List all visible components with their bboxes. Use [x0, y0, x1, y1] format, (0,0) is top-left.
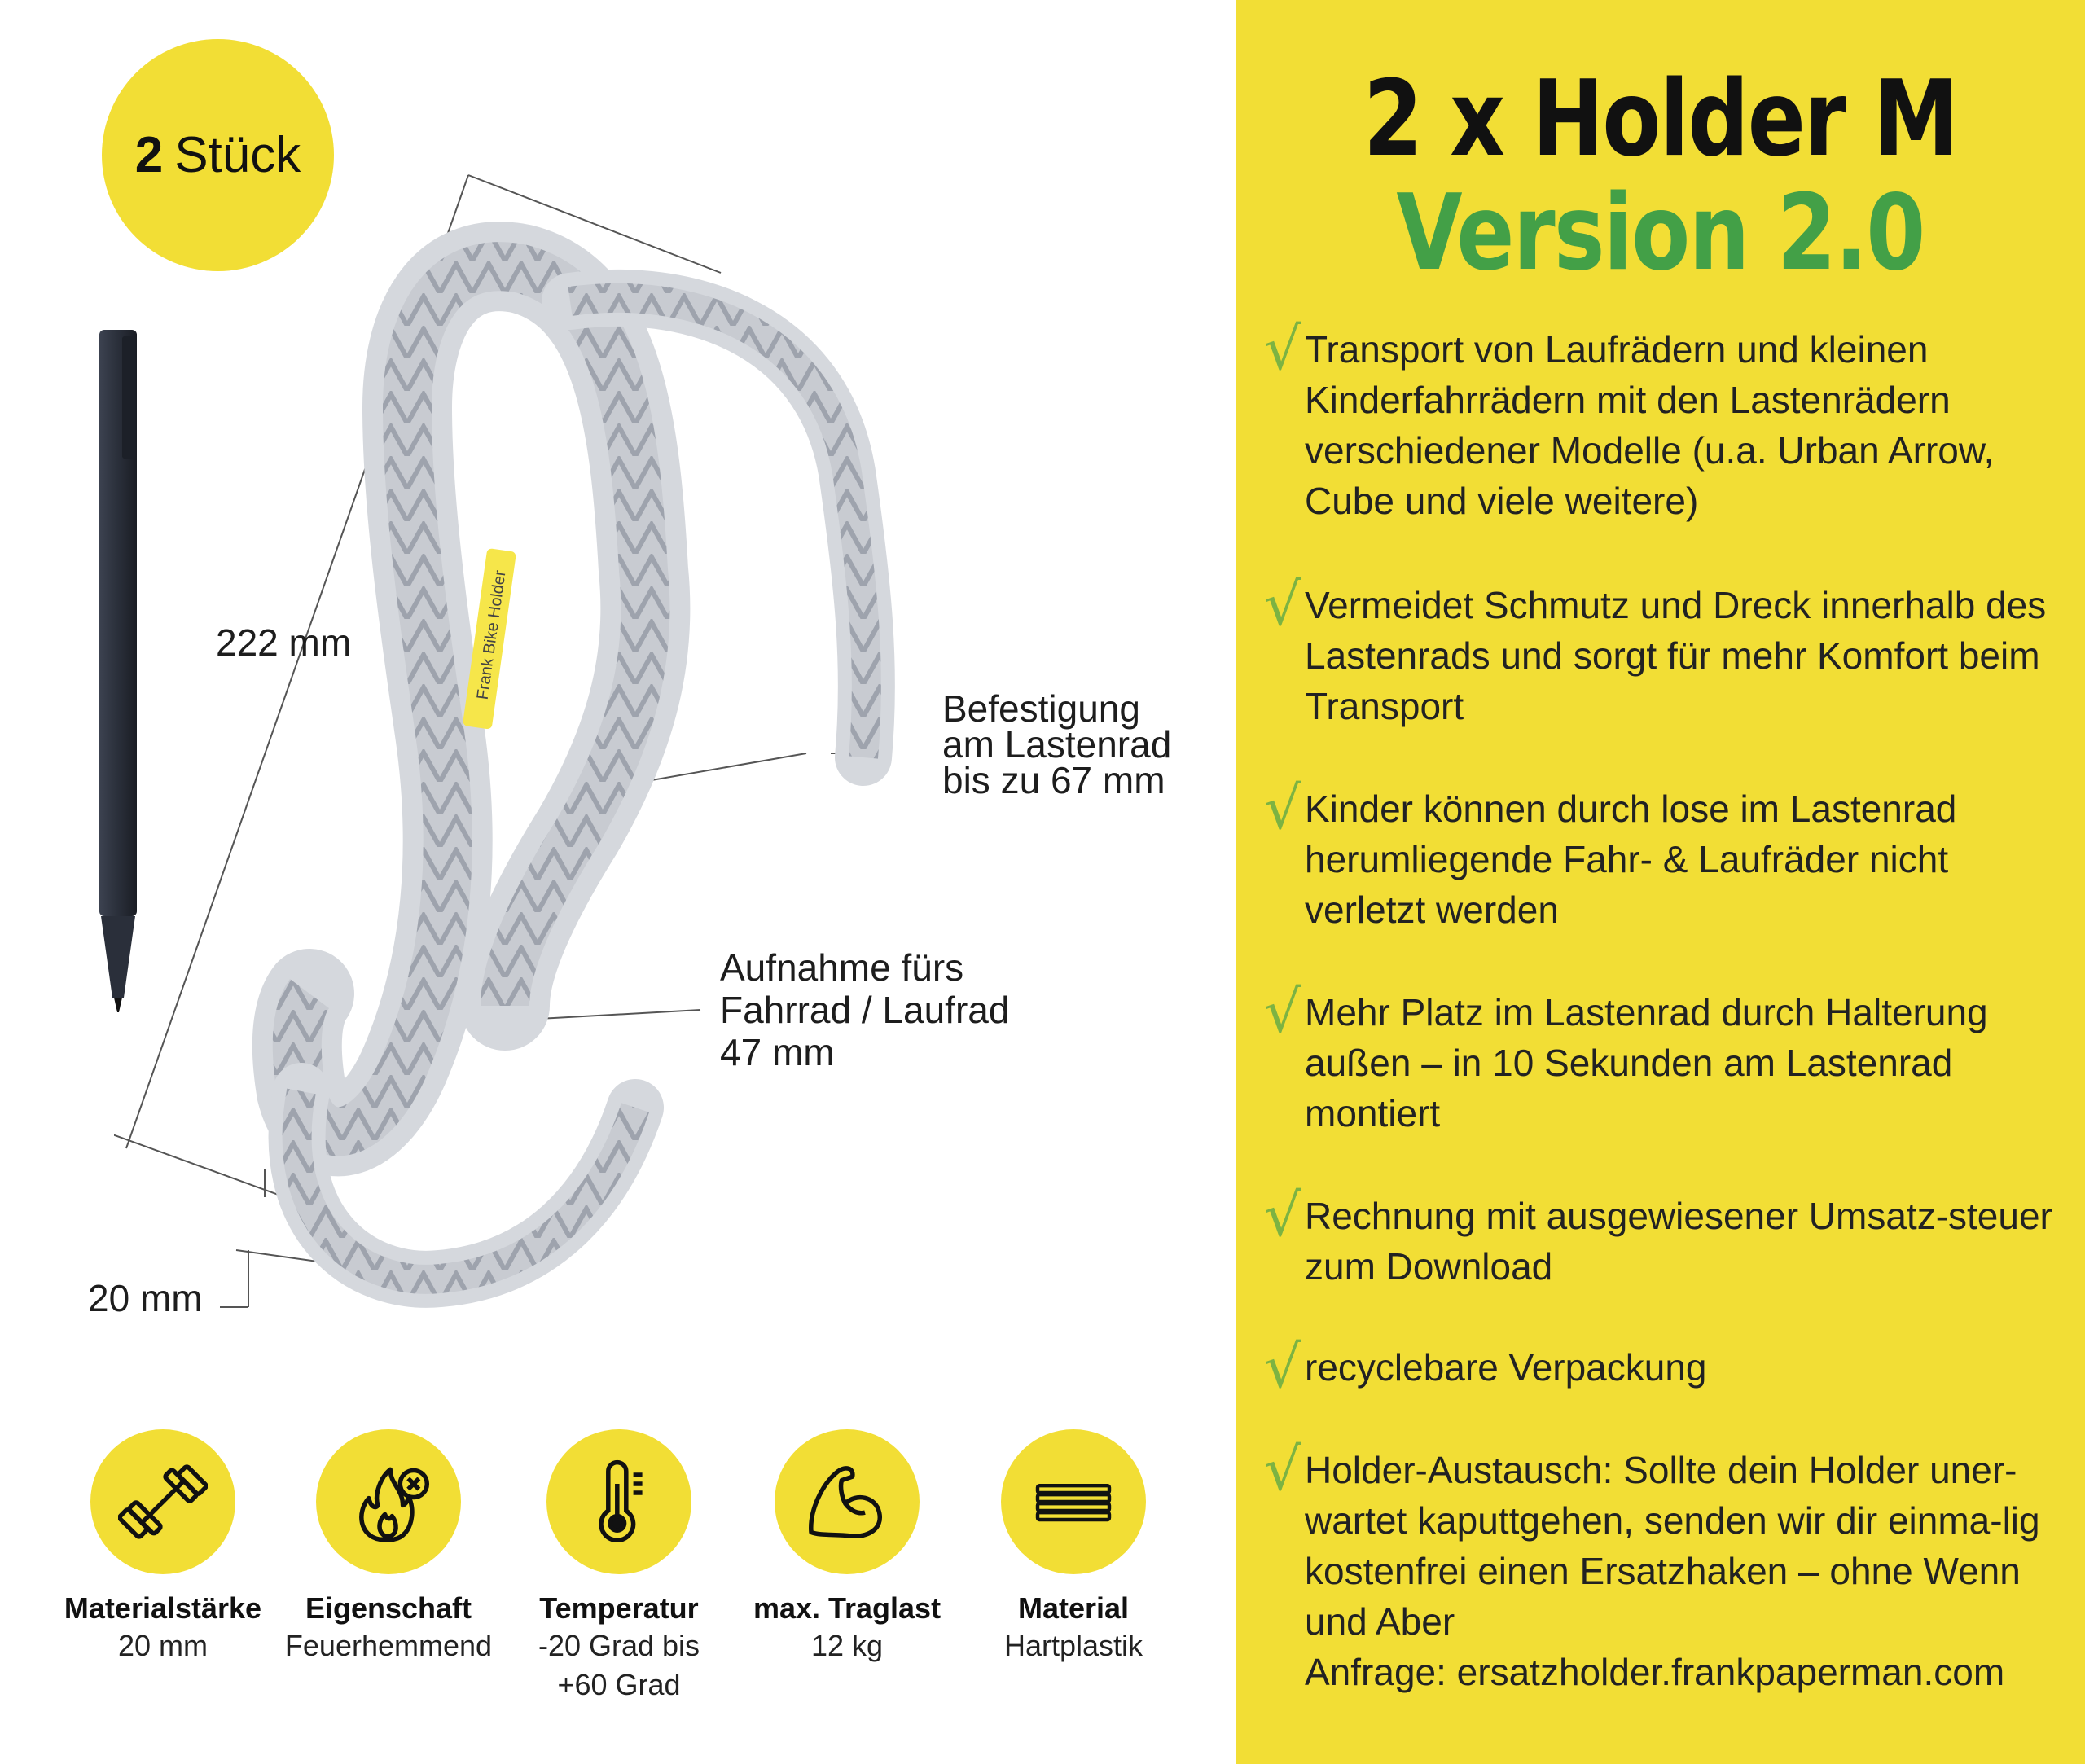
info-panel: 2 x Holder M Version 2.0 √ Transport von…: [1236, 0, 2085, 1764]
thickness-label: 20 mm: [88, 1277, 203, 1319]
check-icon: √: [1264, 570, 1301, 638]
product-version: Version 2.0: [1396, 173, 1925, 294]
check-icon: √: [1264, 1435, 1301, 1503]
request-link[interactable]: Anfrage: ersatzholder.frankpaperman.com: [1305, 1651, 2005, 1693]
spec-max-load: max. Traglast 12 kg: [737, 1429, 957, 1665]
feature-text: Holder-Austausch: Sollte dein Holder une…: [1305, 1449, 2040, 1643]
feature-text: recyclebare Verpackung: [1305, 1346, 1707, 1389]
feature-text: Rechnung mit ausgewiesener Umsatz-steuer…: [1305, 1195, 2052, 1288]
fire-resistant-icon: [316, 1429, 461, 1574]
check-icon: √: [1264, 314, 1301, 383]
spec-value: Feuerhemmend: [284, 1629, 493, 1662]
feature-item: √ Holder-Austausch: Sollte dein Holder u…: [1264, 1440, 2070, 1697]
feature-text: Kinder können durch lose im Lastenrad he…: [1305, 788, 1957, 931]
pen-image: [99, 330, 137, 1012]
feature-item: √ Mehr Platz im Lastenrad durch Halterun…: [1264, 982, 2070, 1139]
feature-item: √ recyclebare Verpackung: [1264, 1337, 2070, 1396]
check-icon: √: [1264, 1332, 1301, 1401]
feature-item: √ Kinder können durch lose im Lastenrad …: [1264, 779, 2070, 935]
spec-title: max. Traglast: [753, 1591, 942, 1625]
length-label: 222 mm: [216, 621, 352, 664]
check-icon: √: [1264, 774, 1301, 842]
spec-value: Hartplastik: [1003, 1629, 1143, 1662]
spec-value: 20 mm: [117, 1629, 208, 1662]
feature-text: Vermeidet Schmutz und Dreck innerhalb de…: [1305, 584, 2047, 727]
spec-title: Eigenschaft: [305, 1591, 472, 1625]
feature-text: Mehr Platz im Lastenrad durch Halterung …: [1305, 991, 1988, 1134]
feature-item: √ Transport von Laufrädern und kleinen K…: [1264, 319, 2070, 526]
s-hook-image: Frank Bike Holder: [114, 174, 895, 1308]
feature-item: √ Rechnung mit ausgewiesener Umsatz-steu…: [1264, 1186, 2070, 1292]
muscle-icon: [775, 1429, 920, 1574]
spec-material-thickness: Materialstärke 20 mm: [53, 1429, 273, 1665]
quantity-badge: 2 Stück: [102, 39, 334, 271]
spec-title: Material: [1017, 1591, 1130, 1625]
spec-value: -20 Grad bis +60 Grad: [538, 1629, 700, 1701]
spec-title: Materialstärke: [64, 1591, 262, 1625]
quantity-unit: Stück: [174, 127, 301, 183]
feature-text: Transport von Laufrädern und kleinen Kin…: [1305, 328, 1995, 522]
check-icon: √: [1264, 1181, 1301, 1249]
check-icon: √: [1264, 977, 1301, 1046]
dumbbell-icon: [90, 1429, 235, 1574]
spec-title: Temperatur: [539, 1591, 699, 1625]
spec-property: Eigenschaft Feuerhemmend: [279, 1429, 498, 1665]
feature-item: √ Vermeidet Schmutz und Dreck innerhalb …: [1264, 575, 2070, 731]
holder-label: Aufnahme fürs Fahrrad / Laufrad 47 mm: [720, 946, 1010, 1073]
product-title: 2 x Holder M: [1363, 59, 1959, 180]
layers-icon: [1001, 1429, 1146, 1574]
spec-material: Material Hartplastik: [963, 1429, 1183, 1665]
mount-label: Befestigung am Lastenrad bis zu 67 mm: [942, 687, 1172, 801]
spec-value: 12 kg: [810, 1629, 884, 1662]
spec-temperature: Temperatur -20 Grad bis +60 Grad: [509, 1429, 729, 1705]
thermometer-icon: [546, 1429, 691, 1574]
quantity-number: 2: [134, 127, 164, 183]
